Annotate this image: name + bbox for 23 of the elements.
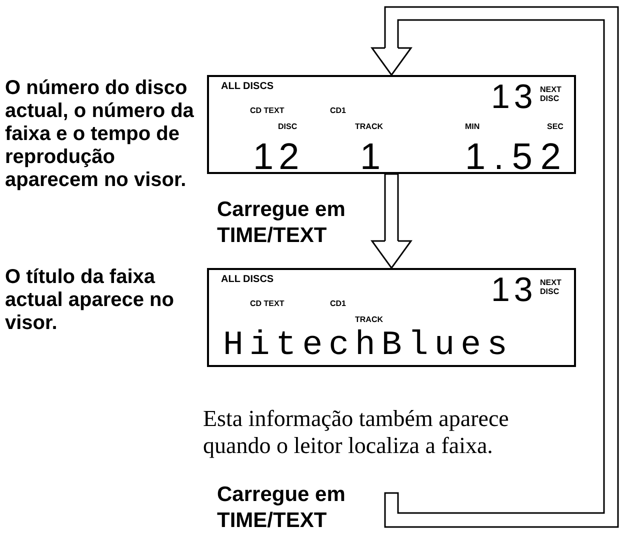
mode-indicator: ALL DISCS — [221, 274, 274, 285]
disc-number: 13 — [491, 84, 537, 112]
field-label: TRACK — [355, 315, 383, 324]
description-text: O número do disco actual, o número da faixa e o tempo de reprodução aparecem no visor. — [5, 77, 195, 192]
indicator-label: NEXT DISC — [540, 278, 562, 296]
field-label: SEC — [547, 122, 564, 131]
mode-indicator: ALL DISCS — [221, 81, 274, 92]
time-readout: 1.52 — [465, 142, 570, 172]
field-label: MIN — [465, 122, 480, 131]
indicator-label: CD1 — [330, 299, 346, 308]
disc-number: 12 — [253, 142, 304, 172]
disc-number: 13 — [491, 277, 537, 304]
display-panel — [207, 75, 576, 174]
indicator-label: NEXT DISC — [540, 85, 562, 103]
indicator-label: CD1 — [330, 106, 346, 115]
track-number: 1 — [360, 142, 381, 172]
display-panel — [207, 268, 576, 367]
field-label: DISC — [278, 122, 298, 131]
note-text: Esta informação também aparece quando o leitor localiza a faixa. — [203, 405, 510, 459]
indicator-label: CD TEXT — [250, 299, 284, 308]
indicator-label: CD TEXT — [250, 106, 284, 115]
description-text: O título da faixa actual aparece no visor. — [5, 266, 175, 335]
field-label: TRACK — [355, 122, 383, 131]
